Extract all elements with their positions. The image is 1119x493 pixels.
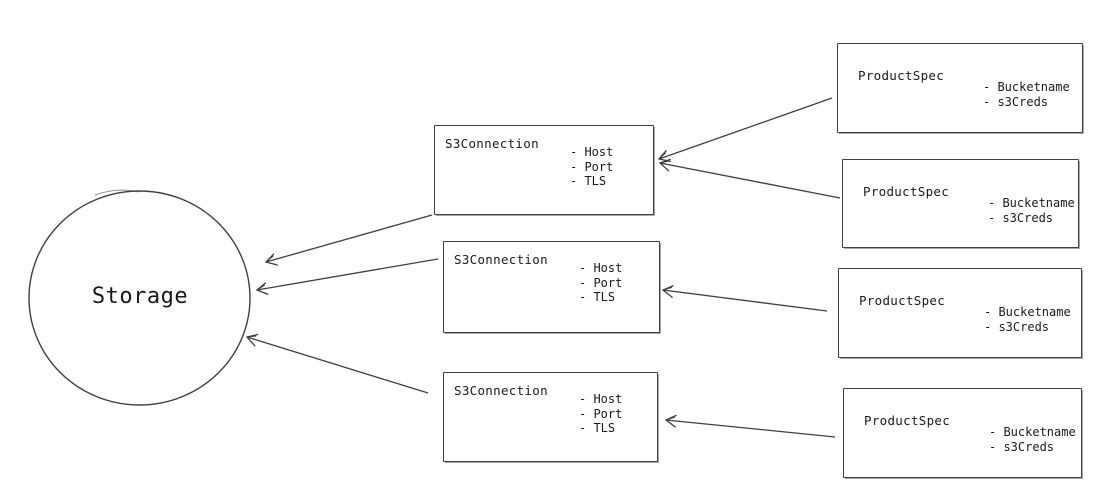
s3connection-node-1[interactable]: S3Connection - Host - Port - TLS (434, 125, 654, 215)
attribute-tls: - TLS (579, 421, 616, 435)
attribute-bucketname: - Bucketname (989, 425, 1076, 439)
s3connection-node-3-title: S3Connection (454, 383, 548, 398)
s3connection-node-2[interactable]: S3Connection - Host - Port - TLS (443, 241, 660, 333)
s3connection-node-1-title: S3Connection (445, 136, 539, 151)
productspec-node-3-title: ProductSpec (859, 293, 946, 308)
attribute-port: - Port (579, 406, 623, 421)
productspec-node-3[interactable]: ProductSpec - Bucketname - s3Creds (838, 268, 1082, 358)
arrow-s3connection1-to-storage (264, 214, 433, 266)
attribute-s3creds: - s3Creds (983, 94, 1049, 109)
productspec-node-4-attributes: - Bucketname - s3Creds (989, 425, 1076, 454)
productspec-node-3-attributes: - Bucketname - s3Creds (984, 305, 1071, 334)
attribute-host: - Host (579, 392, 623, 406)
attribute-port: - Port (579, 275, 623, 290)
arrow-productspec4-to-s3connection3 (664, 414, 836, 438)
s3connection-node-3-attributes: - Host - Port - TLS (579, 392, 622, 436)
attribute-s3creds: - s3Creds (988, 210, 1054, 225)
storage-node-label: Storage (91, 284, 189, 309)
attribute-port: - Port (570, 159, 614, 174)
s3connection-node-3[interactable]: S3Connection - Host - Port - TLS (443, 372, 658, 462)
attribute-host: - Host (579, 261, 623, 275)
attribute-tls: - TLS (570, 174, 607, 188)
s3connection-node-2-title: S3Connection (454, 252, 548, 267)
productspec-node-1-attributes: - Bucketname - s3Creds (983, 80, 1070, 109)
arrow-productspec2-to-s3connection1 (658, 158, 841, 199)
attribute-tls: - TLS (579, 290, 616, 304)
productspec-node-2-title: ProductSpec (863, 184, 950, 199)
arrow-productspec1-to-s3connection1 (657, 97, 833, 162)
s3connection-node-1-attributes: - Host - Port - TLS (570, 145, 613, 189)
attribute-bucketname: - Bucketname (988, 196, 1075, 210)
productspec-node-2[interactable]: ProductSpec - Bucketname - s3Creds (842, 159, 1079, 248)
attribute-bucketname: - Bucketname (983, 80, 1070, 94)
attribute-bucketname: - Bucketname (984, 305, 1071, 319)
arrow-s3connection2-to-storage (255, 258, 439, 295)
productspec-node-1-title: ProductSpec (858, 68, 945, 83)
productspec-node-2-attributes: - Bucketname - s3Creds (988, 196, 1075, 225)
attribute-s3creds: - s3Creds (984, 319, 1050, 334)
s3connection-node-2-attributes: - Host - Port - TLS (579, 261, 622, 305)
circle-sketch-overlap-stroke (94, 189, 140, 196)
attribute-host: - Host (570, 145, 614, 159)
arrow-productspec3-to-s3connection2 (661, 285, 828, 312)
arrow-s3connection3-to-storage (245, 333, 429, 394)
productspec-node-4-title: ProductSpec (864, 413, 951, 428)
storage-node-circle[interactable] (28, 190, 251, 406)
productspec-node-1[interactable]: ProductSpec - Bucketname - s3Creds (837, 43, 1083, 133)
productspec-node-4[interactable]: ProductSpec - Bucketname - s3Creds (843, 388, 1082, 478)
attribute-s3creds: - s3Creds (989, 439, 1055, 454)
